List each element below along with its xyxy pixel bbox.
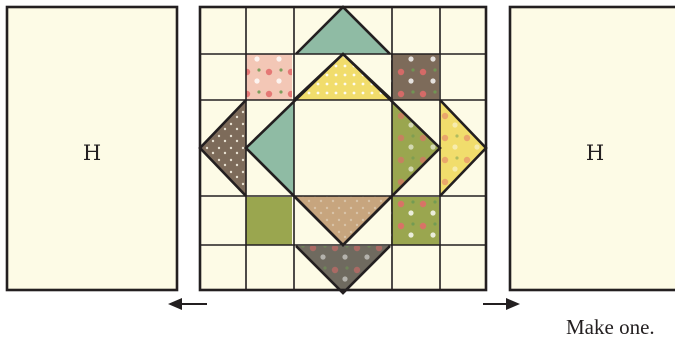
make-one-caption: Make one.: [566, 315, 675, 340]
fabric-green-square: [246, 197, 292, 245]
right-panel-h: H: [510, 7, 675, 290]
left-panel-label: H: [83, 141, 101, 165]
fabric-brown-square-print: [391, 54, 439, 100]
left-panel-h: H: [7, 7, 177, 290]
fabric-floral-square-print: [391, 197, 439, 245]
right-arrow: [483, 298, 520, 310]
left-arrow: [168, 298, 207, 310]
fabric-pink-square-print: [246, 54, 292, 100]
right-panel-label: H: [586, 141, 604, 165]
center-quilt-block: [200, 7, 486, 293]
